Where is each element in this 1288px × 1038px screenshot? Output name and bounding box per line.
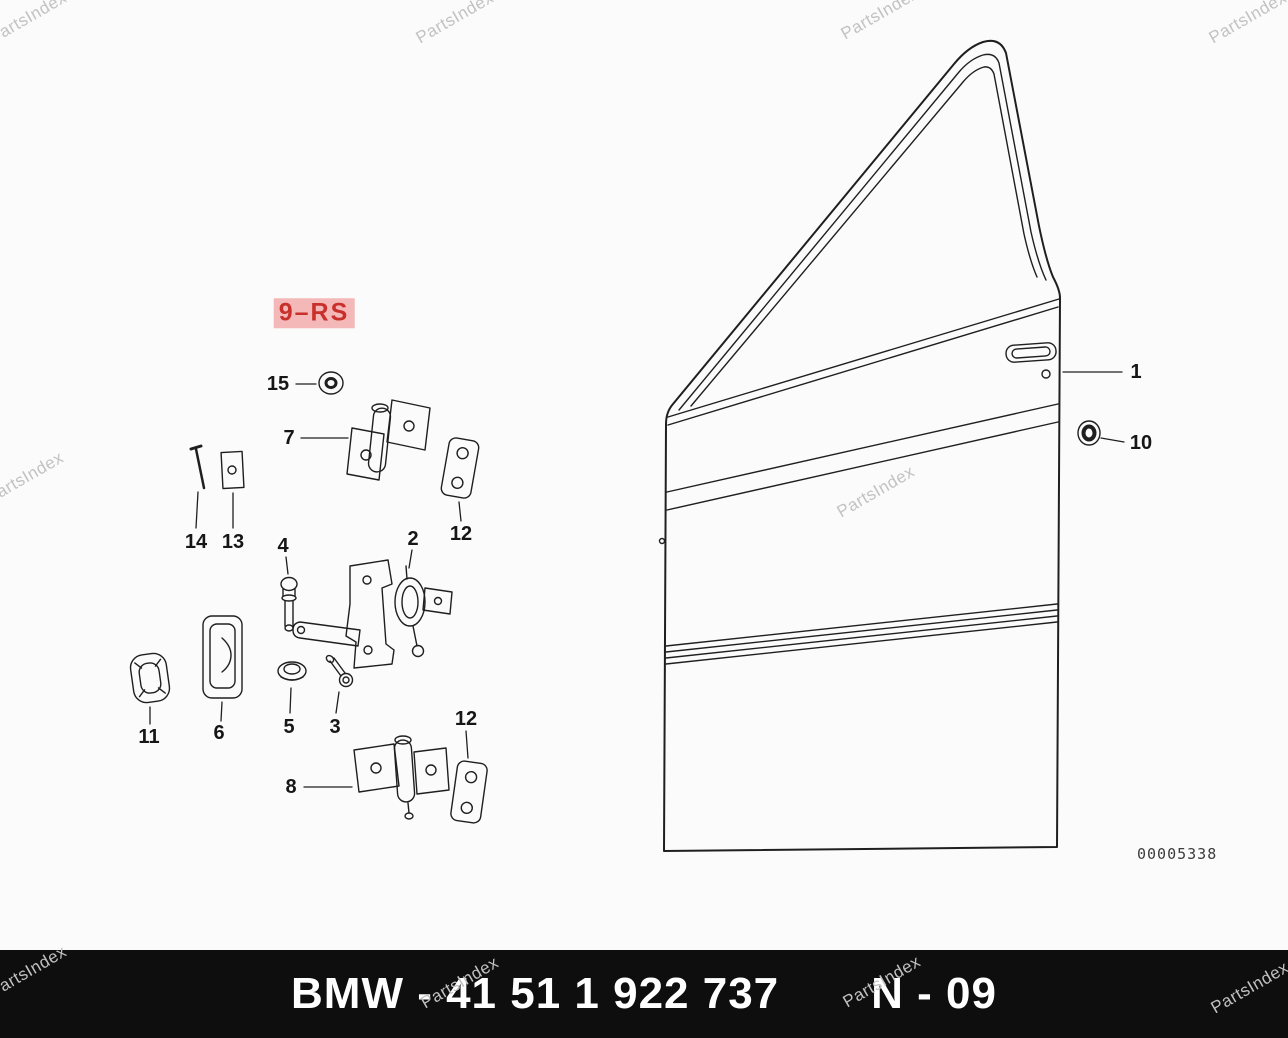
diagram-code: 00005338	[1137, 845, 1218, 863]
lower-hinge-8-drawing	[353, 735, 450, 820]
plate-13-drawing	[220, 450, 245, 490]
callout-2[interactable]: 2	[407, 528, 419, 550]
callout-11[interactable]: 11	[138, 726, 160, 748]
pin-4-drawing	[280, 576, 298, 632]
callout-12-lower[interactable]: 12	[454, 708, 478, 730]
footer-bar: BMW - 41 51 1 922 737 N - 09	[0, 950, 1288, 1038]
hinge-plate-12-lower-drawing	[450, 760, 488, 824]
door-check-2-drawing	[292, 559, 453, 669]
callout-7[interactable]: 7	[283, 427, 295, 449]
callout-10[interactable]: 10	[1129, 432, 1153, 454]
screw-14-drawing	[189, 444, 206, 490]
footer-page-code: N - 09	[871, 969, 997, 1018]
callout-14[interactable]: 14	[184, 531, 208, 553]
lock-grommet-10-drawing	[1077, 420, 1101, 446]
grommet-15-drawing	[318, 371, 344, 395]
hinge-plate-12-upper-drawing	[440, 437, 480, 499]
callout-12-upper[interactable]: 12	[449, 523, 473, 545]
footer-part-number: BMW - 41 51 1 922 737	[291, 969, 780, 1018]
washer-5-drawing	[277, 661, 307, 681]
callout-1[interactable]: 1	[1130, 361, 1142, 383]
highlighted-callout-9rs[interactable]: 9–RS	[273, 298, 355, 328]
bolt-3-drawing	[325, 654, 354, 688]
callout-13[interactable]: 13	[221, 531, 245, 553]
bracket-6-drawing	[202, 615, 243, 699]
callout-5[interactable]: 5	[283, 716, 295, 738]
callout-3[interactable]: 3	[329, 716, 341, 738]
leader-lines	[149, 371, 1125, 788]
callout-15[interactable]: 15	[266, 373, 290, 395]
upper-hinge-7-drawing	[346, 399, 431, 481]
callout-6[interactable]: 6	[213, 722, 225, 744]
gasket-11-drawing	[129, 652, 171, 704]
callout-4[interactable]: 4	[277, 535, 289, 557]
door-panel-drawing	[658, 39, 1061, 852]
callout-8[interactable]: 8	[285, 776, 297, 798]
door-handle-drawing	[1005, 342, 1057, 363]
